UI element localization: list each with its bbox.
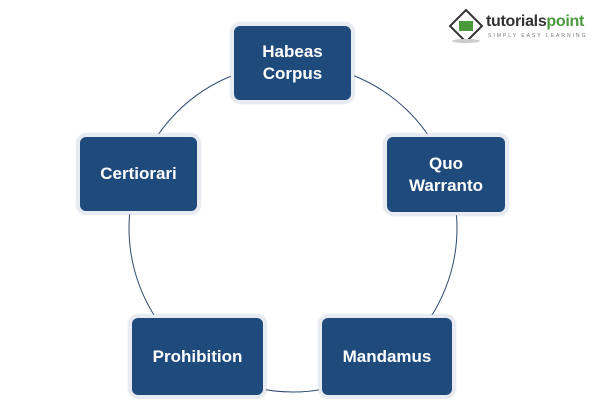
node-label: Habeas Corpus <box>262 42 323 83</box>
node-mandamus: Mandamus <box>319 315 455 398</box>
node-prohibition: Prohibition <box>129 315 266 398</box>
logo-brand-b: point <box>546 13 585 30</box>
node-quo-warranto: Quo Warranto <box>384 134 508 215</box>
logo-tagline: SIMPLY EASY LEARNING <box>488 33 588 39</box>
node-label: Certiorari <box>100 164 177 183</box>
node-label: Prohibition <box>152 346 243 366</box>
tutorialspoint-logo: tutorialspoint SIMPLY EASY LEARNING <box>448 8 598 44</box>
node-habeas-corpus: Habeas Corpus <box>231 23 354 103</box>
logo-text: tutorialspoint <box>486 13 584 31</box>
node-label: Quo Warranto <box>409 153 483 195</box>
logo-brand-a: tutorials <box>486 13 547 30</box>
node-label: Mandamus <box>342 346 432 366</box>
node-certiorari: Certiorari <box>77 134 200 214</box>
logo-icon <box>448 8 484 44</box>
